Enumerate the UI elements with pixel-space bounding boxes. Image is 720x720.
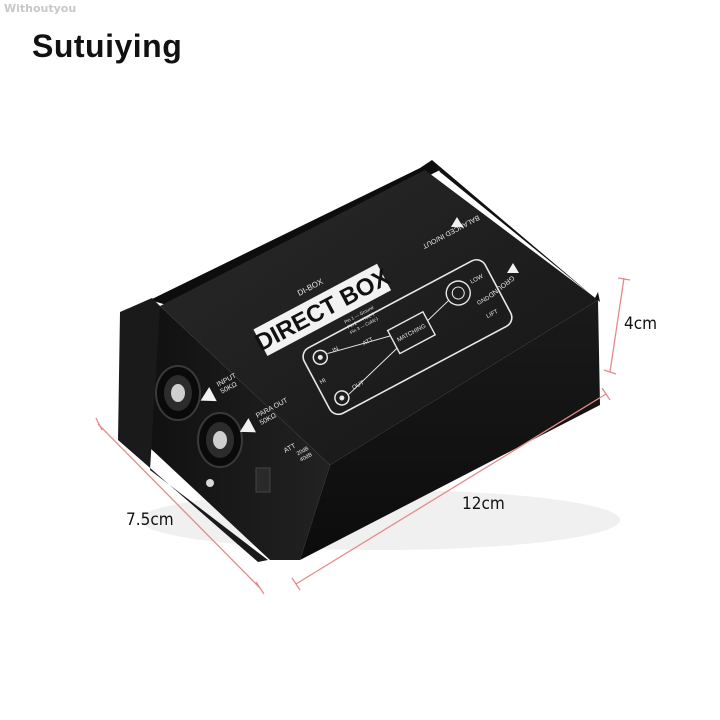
att-value2: 40dB: [299, 452, 313, 463]
length-dimension-line: [295, 393, 607, 585]
top-face: [160, 170, 598, 465]
dimension-lines: [95, 277, 631, 595]
in-label: IN: [332, 346, 340, 354]
watermark-text: Withoutyou: [4, 2, 77, 15]
gnd-label: GND: [476, 295, 491, 307]
ground-arrow-icon: [507, 263, 519, 273]
para-out-arrow-icon: [239, 418, 256, 433]
input-jack: [155, 365, 201, 421]
width-dimension-line: [97, 423, 261, 589]
mount-screw: [206, 479, 214, 487]
balanced-arrow-icon: [451, 217, 463, 227]
att-switch[interactable]: [255, 467, 271, 493]
side-flange: [118, 298, 268, 562]
rear-edge: [150, 160, 440, 306]
low-label: LOW: [470, 274, 485, 286]
right-face: [300, 300, 600, 560]
width-dimension-label: 7.5cm: [126, 510, 174, 530]
height-dimension-line: [609, 277, 625, 373]
att-value1: 20dB: [296, 446, 310, 457]
brand-title: Sutuiying: [32, 28, 183, 64]
input-arrow-icon: [200, 386, 217, 402]
lift-label: LIFT: [486, 309, 500, 320]
para-out-jack: [197, 412, 243, 468]
length-dimension-label: 12cm: [462, 494, 505, 514]
height-dimension-label: 4cm: [624, 314, 658, 334]
hi-label: HI: [319, 378, 327, 386]
